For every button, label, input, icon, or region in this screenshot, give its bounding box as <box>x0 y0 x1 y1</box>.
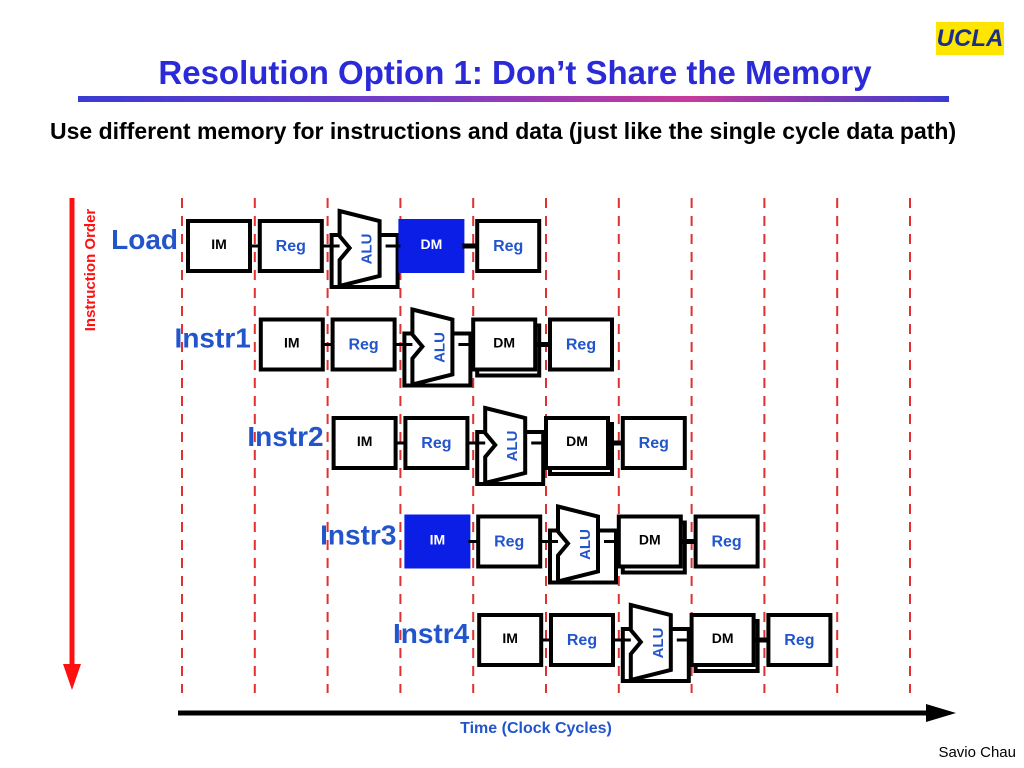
im-stage-box <box>258 317 325 372</box>
alu-stage-label: ALU <box>577 529 594 560</box>
instruction-label: Instr3 <box>320 520 396 551</box>
instruction-row: Load IM Reg ALU DM Reg <box>111 208 542 289</box>
reg-stage-label: Reg <box>711 534 741 551</box>
alu-shape <box>410 306 455 388</box>
author-footer: Savio Chau <box>938 744 1016 761</box>
dm-stage-label: DM <box>493 335 515 351</box>
instruction-row: Instr1 IM Reg ALU DM Reg <box>175 306 614 388</box>
reg-stage-box <box>766 613 833 667</box>
title-underline <box>78 96 949 102</box>
time-axis-arrowhead <box>926 704 956 722</box>
instruction-label: Instr2 <box>247 421 323 452</box>
alu-stage-label: ALU <box>359 234 376 265</box>
im-stage-box <box>404 514 471 569</box>
dm-stage-box <box>471 317 538 372</box>
alu-stage-label: ALU <box>504 431 521 462</box>
im-stage-box <box>331 416 398 470</box>
alu-shape <box>556 503 600 585</box>
reg-stage-label: Reg <box>348 337 378 354</box>
reg-stage-box <box>548 317 614 372</box>
reg-stage-label: Reg <box>493 238 523 255</box>
im-stage-label: IM <box>430 532 446 548</box>
instruction-order-arrowhead <box>63 664 81 690</box>
reg-stage-label: Reg <box>421 435 451 452</box>
alu-shape <box>337 208 382 289</box>
slide-title: Resolution Option 1: Don’t Share the Mem… <box>158 54 872 91</box>
reg-stage-label: Reg <box>276 238 306 255</box>
time-axis-label: Time (Clock Cycles) <box>460 720 612 737</box>
alu-shape <box>628 602 673 683</box>
im-stage-box <box>477 613 544 667</box>
alu-stage-label: ALU <box>650 628 667 659</box>
instruction-row: Instr2 IM Reg ALU DM Reg <box>247 405 687 486</box>
instruction-label: Instr1 <box>175 323 251 354</box>
im-stage-label: IM <box>357 433 373 449</box>
dm-stage-box <box>544 416 610 470</box>
slide-subtitle: Use different memory for instructions an… <box>50 118 957 144</box>
instruction-row: Instr3 IM Reg ALU DM Reg <box>320 503 760 585</box>
alu-stage-label: ALU <box>431 332 448 363</box>
instruction-order-label: Instruction Order <box>82 209 99 332</box>
reg-stage-label: Reg <box>567 632 597 649</box>
ucla-logo: UCLA <box>936 22 1004 55</box>
dm-stage-label: DM <box>421 236 443 252</box>
reg-stage-box <box>620 416 687 470</box>
instruction-label: Instr4 <box>393 618 470 649</box>
reg-stage-box <box>475 219 542 273</box>
im-stage-box <box>186 219 252 273</box>
reg-stage-box <box>693 514 760 569</box>
im-stage-label: IM <box>502 630 518 646</box>
dm-stage-label: DM <box>566 433 588 449</box>
instruction-row: Instr4 IM Reg ALU DM Reg <box>393 602 833 683</box>
instruction-label: Load <box>111 224 178 255</box>
dm-stage-label: DM <box>639 532 661 548</box>
im-stage-label: IM <box>211 236 227 252</box>
reg-stage-box <box>330 317 397 372</box>
reg-stage-label: Reg <box>784 632 814 649</box>
alu-shape <box>483 405 528 486</box>
dm-stage-label: DM <box>712 630 734 646</box>
im-stage-label: IM <box>284 335 300 351</box>
reg-stage-label: Reg <box>566 337 596 354</box>
reg-stage-label: Reg <box>639 435 669 452</box>
reg-stage-label: Reg <box>494 534 524 551</box>
